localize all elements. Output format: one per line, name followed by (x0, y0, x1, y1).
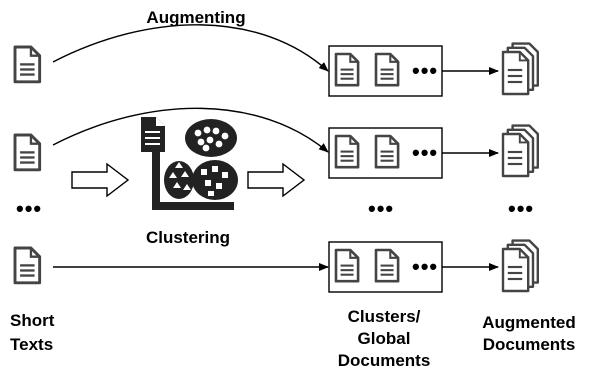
cluster-ellipsis: ••• (412, 254, 438, 279)
short-text-document-icon-1 (13, 45, 42, 84)
augmented-documents-label: Augmented Documents (482, 313, 576, 354)
augmenting-arrow-top (52, 24, 329, 72)
cluster-document-icon (374, 52, 400, 87)
clusters-line2: Global (358, 329, 411, 348)
clustering-label: Clustering (146, 228, 230, 247)
augmenting-arrow-middle (52, 107, 329, 153)
cluster-ellipsis: ••• (412, 140, 438, 165)
augmented-documents-icon-3 (501, 239, 539, 293)
cluster-document-icon (334, 248, 360, 283)
hollow-arrow-from-clustering (247, 162, 306, 198)
clustering-icon (141, 117, 238, 210)
cluster-ellipsis: ••• (412, 58, 438, 83)
short-texts-label: Short Texts (10, 311, 55, 354)
cluster-document-icon (334, 134, 360, 169)
augmented-documents-icon-2 (501, 124, 539, 178)
short-texts-ellipsis: ••• (16, 196, 42, 221)
clusters-line1: Clusters/ (348, 307, 421, 326)
augmented-ellipsis: ••• (508, 196, 534, 221)
short-text-document-icon-3 (13, 246, 42, 285)
clusters-label: Clusters/ Global Documents (338, 307, 431, 370)
cluster-box-3: ••• (328, 241, 443, 293)
clusters-ellipsis: ••• (368, 196, 394, 221)
hollow-arrow-to-clustering (71, 162, 130, 198)
cluster-box-2: ••• (328, 127, 443, 179)
short-texts-line1: Short (10, 311, 55, 330)
augmented-line2: Documents (483, 335, 576, 354)
cluster-document-icon (374, 134, 400, 169)
augmenting-label: Augmenting (146, 8, 245, 27)
cluster-document-icon (334, 52, 360, 87)
clusters-line3: Documents (338, 351, 431, 370)
short-texts-line2: Texts (10, 335, 53, 354)
augmented-documents-icon-1 (501, 42, 539, 96)
augmented-line1: Augmented (482, 313, 576, 332)
short-text-document-icon-2 (13, 133, 42, 172)
cluster-box-1: ••• (328, 45, 443, 97)
cluster-document-icon (374, 248, 400, 283)
